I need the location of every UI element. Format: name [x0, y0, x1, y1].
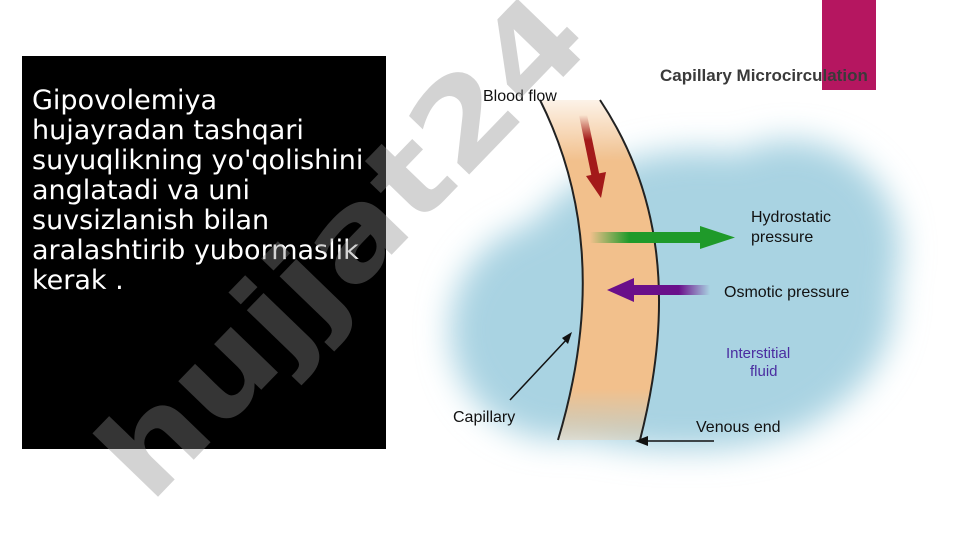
capillary-wall-right — [599, 99, 661, 441]
accent-bar — [822, 0, 876, 90]
osmotic-arrow — [607, 278, 710, 302]
venous-end-arrow — [635, 436, 714, 446]
hydrostatic-arrow — [590, 226, 735, 249]
hydrostatic-label-line2: pressure — [751, 229, 813, 246]
capillary-vessel — [540, 100, 660, 440]
capillary-wall-left — [539, 99, 584, 441]
venous-end-label: Venous end — [696, 419, 781, 436]
blood-flow-arrow — [579, 114, 606, 198]
body-text: Gipovolemiya hujayradan tashqari suyuqli… — [32, 85, 364, 296]
text-panel: Gipovolemiya hujayradan tashqari suyuqli… — [22, 56, 386, 449]
osmotic-label: Osmotic pressure — [724, 284, 849, 301]
interstitial-label-line1: Interstitial — [726, 345, 790, 362]
blood-flow-label: Blood flow — [483, 88, 557, 105]
capillary-pointer — [509, 332, 572, 401]
hydrostatic-label-line1: Hydrostatic — [751, 209, 831, 226]
diagram-title: Capillary Microcirculation — [660, 66, 868, 85]
capillary-label: Capillary — [453, 409, 515, 426]
interstitial-label-line2: fluid — [750, 363, 778, 380]
